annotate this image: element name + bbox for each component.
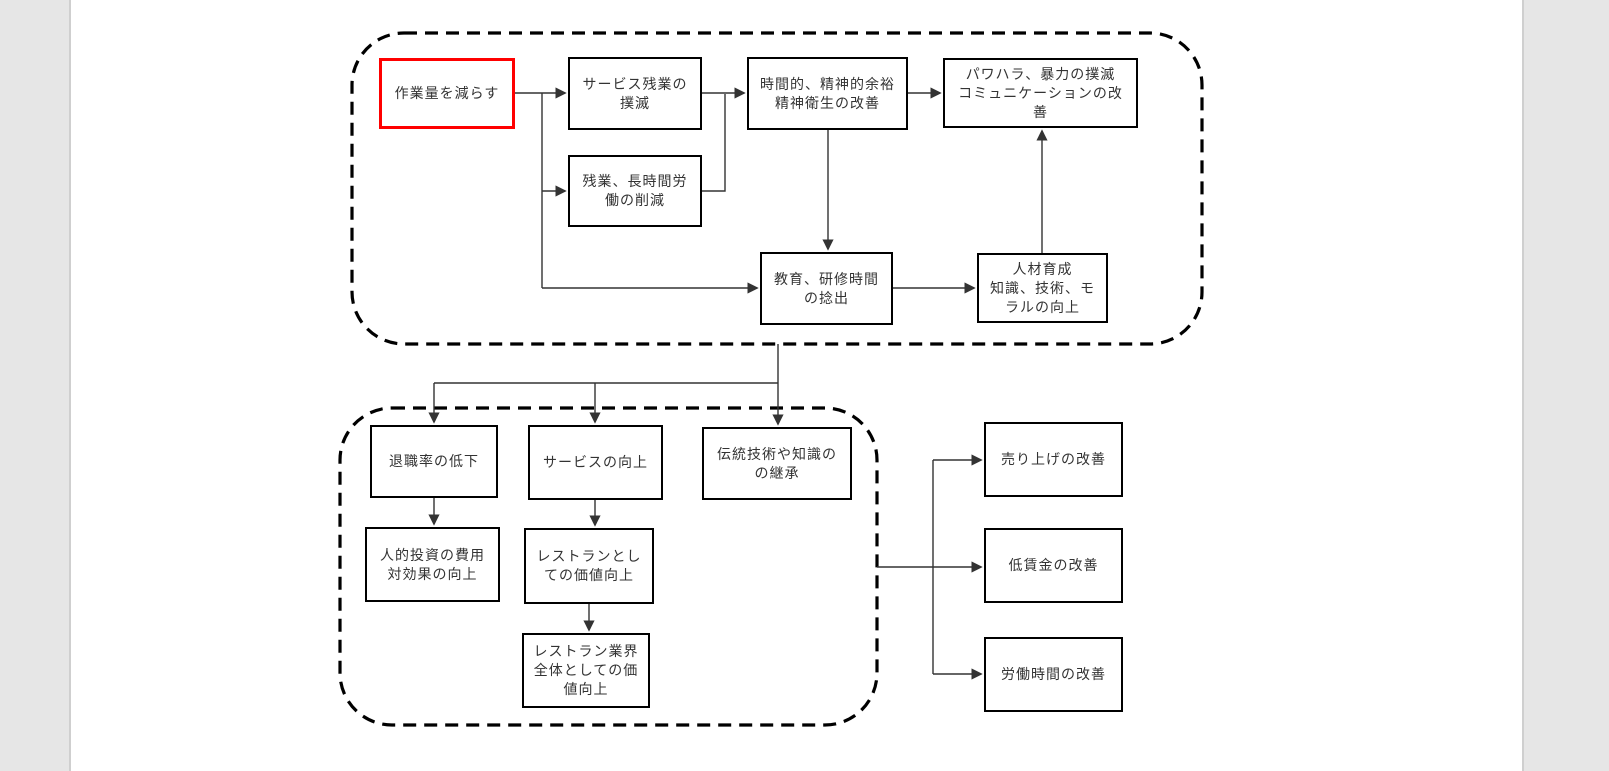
node-service-improvement[interactable]: サービスの向上	[528, 425, 663, 500]
node-hr-investment-cost-effect[interactable]: 人的投資の費用 対効果の向上	[365, 527, 500, 602]
node-secure-training-time[interactable]: 教育、研修時間 の捻出	[760, 252, 893, 325]
right-gutter	[1522, 0, 1609, 771]
node-hr-development[interactable]: 人材育成 知識、技術、モ ラルの向上	[977, 253, 1108, 323]
node-reduce-overtime-long-hours[interactable]: 残業、長時間労 働の削減	[568, 155, 702, 227]
node-sales-improvement[interactable]: 売り上げの改善	[984, 422, 1123, 497]
node-lower-turnover[interactable]: 退職率の低下	[370, 425, 498, 498]
cluster-workplace-improvement-outline	[350, 31, 1204, 346]
node-eliminate-unpaid-overtime[interactable]: サービス残業の 撲滅	[568, 57, 702, 130]
node-low-wage-improvement[interactable]: 低賃金の改善	[984, 528, 1123, 603]
node-industry-value-up[interactable]: レストラン業界 全体としての価 値向上	[522, 633, 650, 708]
node-working-hours-improvement[interactable]: 労働時間の改善	[984, 637, 1123, 712]
connector-overtime-merge	[702, 94, 726, 192]
node-time-mental-margin[interactable]: 時間的、精神的余裕 精神衛生の改善	[747, 57, 908, 130]
node-eliminate-harassment[interactable]: パワハラ、暴力の撲滅 コミュニケーションの改 善	[943, 58, 1138, 128]
left-gutter	[0, 0, 71, 771]
node-tradition-knowledge-succession[interactable]: 伝統技術や知識の の継承	[702, 427, 852, 500]
node-restaurant-value-up[interactable]: レストランとし ての価値向上	[524, 528, 654, 604]
node-reduce-workload[interactable]: 作業量を減らす	[379, 58, 515, 129]
